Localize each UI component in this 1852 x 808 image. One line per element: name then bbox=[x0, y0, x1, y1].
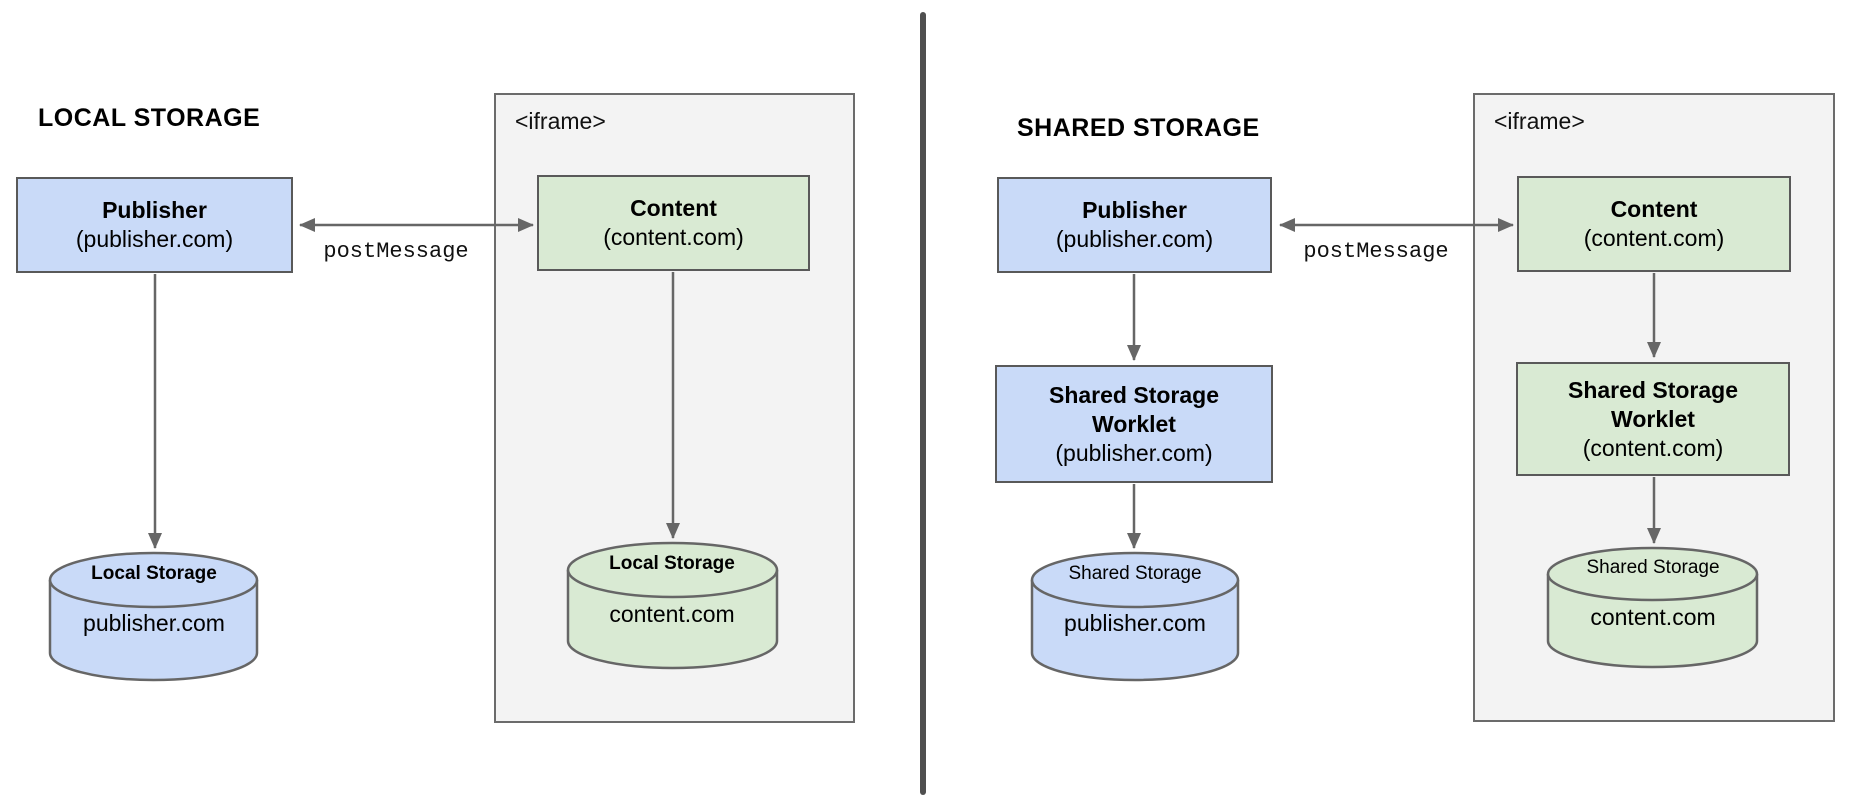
publisher-box-title: Publisher bbox=[1082, 197, 1187, 223]
content-box-left: Content (content.com) bbox=[537, 175, 810, 271]
worklet-title-line2: Worklet bbox=[1611, 405, 1695, 432]
worklet-title-line2: Worklet bbox=[1092, 410, 1176, 437]
worklet-title-line1: Shared Storage bbox=[1568, 376, 1738, 403]
publisher-store-domain-right: publisher.com bbox=[1064, 610, 1206, 636]
post-message-label-left: postMessage bbox=[323, 239, 469, 264]
local-storage-title: LOCAL STORAGE bbox=[38, 104, 261, 132]
publisher-box-left: Publisher (publisher.com) bbox=[16, 177, 293, 273]
content-box-subtitle: (content.com) bbox=[603, 224, 744, 250]
iframe-label-right: <iframe> bbox=[1494, 108, 1585, 134]
content-box-subtitle: (content.com) bbox=[1583, 225, 1725, 251]
publisher-box-subtitle: (publisher.com) bbox=[1055, 226, 1214, 252]
content-box-title: Content bbox=[630, 195, 717, 221]
content-store-label-right: Shared Storage bbox=[1586, 557, 1720, 578]
content-store-domain-left: content.com bbox=[609, 601, 735, 627]
content-store-label-left: Local Storage bbox=[609, 553, 735, 574]
worklet-title-line1: Shared Storage bbox=[1049, 381, 1219, 408]
content-box-right: Content (content.com) bbox=[1517, 176, 1791, 272]
worklet-subtitle: (content.com) bbox=[1582, 434, 1724, 461]
publisher-store-label-right: Shared Storage bbox=[1068, 563, 1202, 584]
publisher-box-subtitle: (publisher.com) bbox=[75, 226, 234, 252]
shared-storage-title: SHARED STORAGE bbox=[1017, 114, 1260, 142]
content-box-title: Content bbox=[1610, 196, 1698, 222]
worklet-subtitle: (publisher.com) bbox=[1055, 439, 1213, 466]
shared-storage-worklet-box-content: Shared Storage Worklet (content.com) bbox=[1516, 362, 1790, 476]
post-message-label-right: postMessage bbox=[1303, 239, 1449, 264]
content-store-domain-right: content.com bbox=[1590, 604, 1716, 630]
publisher-box-right: Publisher (publisher.com) bbox=[997, 177, 1272, 273]
publisher-store-label-left: Local Storage bbox=[91, 563, 217, 584]
publisher-store-domain-left: publisher.com bbox=[83, 610, 225, 636]
shared-storage-worklet-box-publisher: Shared Storage Worklet (publisher.com) bbox=[995, 365, 1273, 483]
iframe-label-left: <iframe> bbox=[515, 108, 606, 134]
panel-divider bbox=[920, 12, 926, 795]
publisher-box-title: Publisher bbox=[102, 197, 207, 223]
